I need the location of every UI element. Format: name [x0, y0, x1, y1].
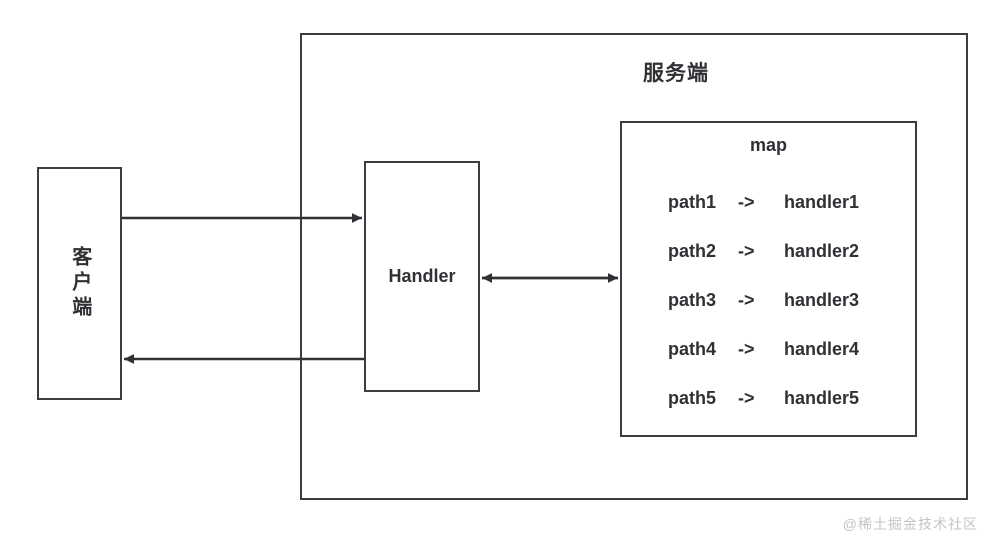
client-label-wrapper: 客户端 — [37, 167, 122, 400]
map-row-value: handler2 — [784, 241, 860, 261]
map-row: path5 -> handler5 — [620, 374, 917, 423]
client-box — [37, 167, 122, 400]
map-row-value: handler4 — [784, 339, 860, 359]
map-row-arrow: -> — [738, 241, 755, 261]
map-row-key: path2 — [668, 241, 717, 261]
server-title-label: 服务端 — [643, 62, 709, 85]
map-title-label: map — [749, 135, 787, 155]
map-row-value: handler1 — [784, 192, 860, 212]
map-row: path4 -> handler4 — [620, 325, 917, 374]
map-row-key: path3 — [668, 290, 717, 310]
map-row: path3 -> handler3 — [620, 276, 917, 325]
map-row-arrow: -> — [738, 192, 755, 212]
client-label: 客户端 — [68, 246, 91, 321]
map-row: path2 -> handler2 — [620, 227, 917, 276]
watermark-label: @稀土掘金技术社区 — [842, 516, 978, 532]
map-rows-list: path1 -> handler1 path2 -> handler2 path… — [620, 178, 917, 423]
map-row-key: path4 — [668, 339, 717, 359]
map-row-arrow: -> — [738, 290, 755, 310]
handler-box — [364, 161, 480, 392]
map-row-key: path1 — [668, 192, 717, 212]
map-box — [620, 121, 917, 437]
map-row-arrow: -> — [738, 388, 755, 408]
map-row-value: handler5 — [784, 388, 860, 408]
handler-label: Handler — [388, 266, 456, 286]
map-row-arrow: -> — [738, 339, 755, 359]
map-row-value: handler3 — [784, 290, 860, 310]
map-row-key: path5 — [668, 388, 717, 408]
map-row: path1 -> handler1 — [620, 178, 917, 227]
